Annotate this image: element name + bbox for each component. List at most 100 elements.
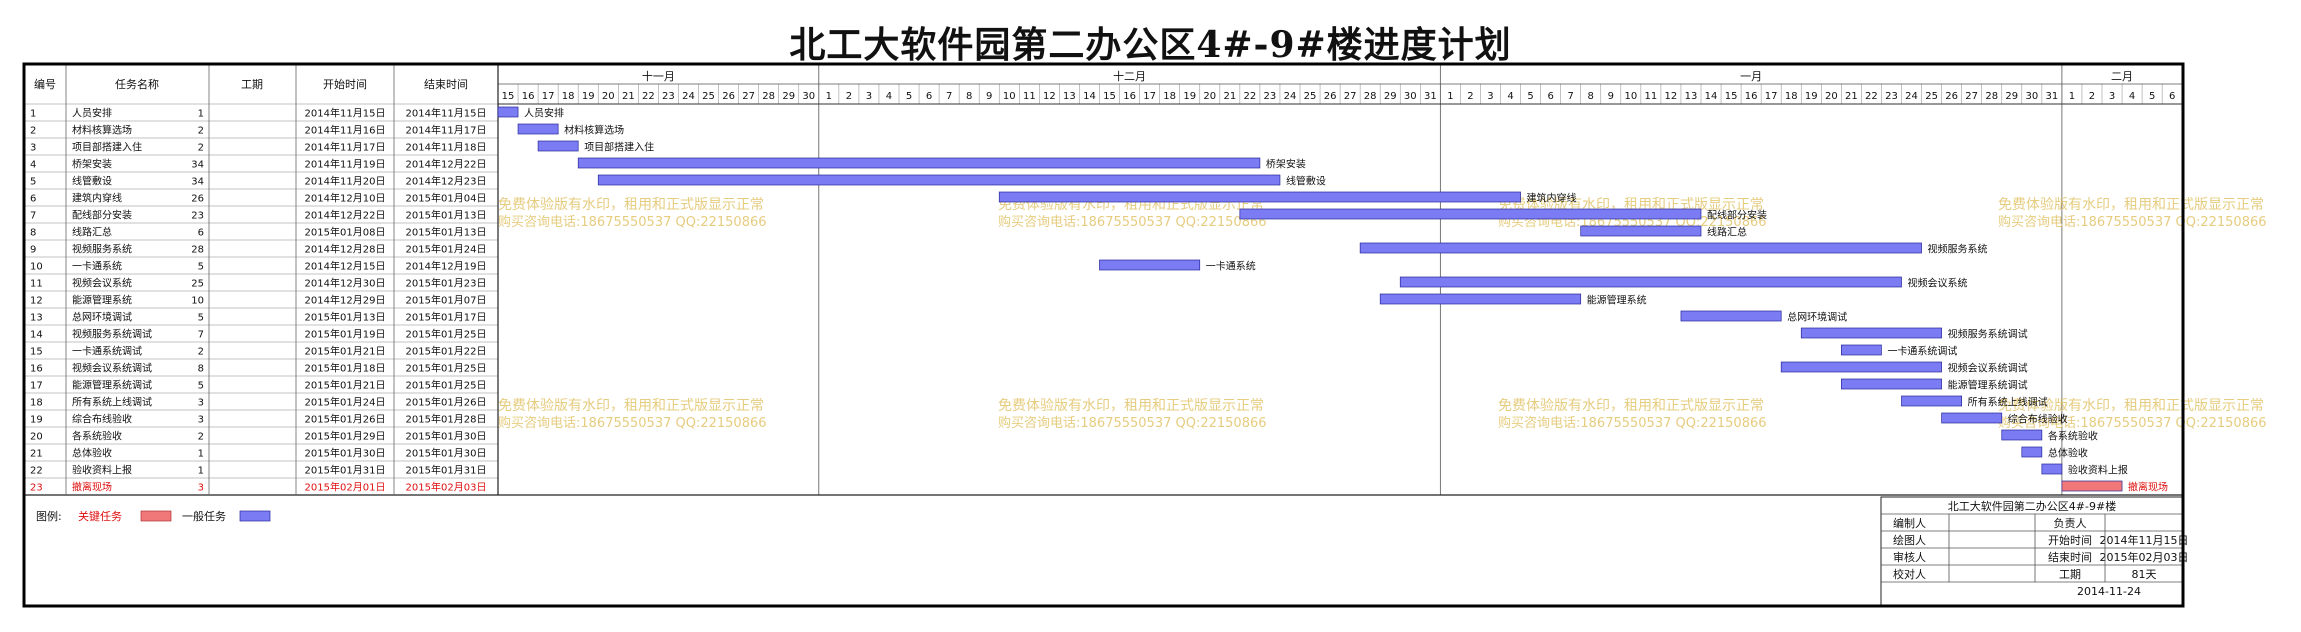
task-id: 11 [30, 279, 43, 290]
month-label: 十二月 [1113, 69, 1146, 83]
task-end: 2015年01月22日 [406, 345, 487, 358]
task-end: 2014年11月15日 [406, 107, 487, 120]
day-label: 14 [1705, 91, 1718, 102]
task-end: 2015年01月13日 [406, 226, 487, 239]
task-start: 2014年12月10日 [305, 192, 386, 205]
day-label: 25 [702, 91, 715, 102]
task-end: 2015年01月23日 [406, 277, 487, 290]
task-name: 撤离现场 [72, 481, 112, 494]
day-label: 7 [946, 91, 952, 102]
day-label: 31 [1424, 91, 1437, 102]
day-label: 26 [1945, 91, 1958, 102]
day-label: 30 [1404, 91, 1417, 102]
task-end: 2014年12月19日 [406, 260, 487, 273]
day-label: 16 [522, 91, 535, 102]
gantt-bar-label: 能源管理系统调试 [1948, 379, 2028, 392]
watermark-text: 购买咨询电话:18675550537 QQ:22150866 [1998, 214, 2267, 230]
task-duration: 23 [191, 211, 204, 222]
task-id: 6 [30, 194, 36, 205]
task-name: 各系统验收 [72, 430, 122, 443]
day-label: 26 [722, 91, 735, 102]
task-start: 2015年01月13日 [305, 311, 386, 324]
task-end: 2015年01月17日 [406, 311, 487, 324]
task-start: 2015年01月21日 [305, 379, 386, 392]
day-label: 17 [1143, 91, 1156, 102]
task-name: 一卡通系统 [72, 260, 122, 273]
day-label: 31 [2046, 91, 2059, 102]
day-label: 11 [1023, 91, 1036, 102]
gantt-bar-label: 总体验收 [2048, 447, 2088, 460]
task-duration: 6 [198, 228, 204, 239]
day-label: 6 [2169, 91, 2175, 102]
day-label: 12 [1043, 91, 1056, 102]
task-id: 19 [30, 415, 43, 426]
task-duration: 8 [198, 364, 204, 375]
task-duration: 2 [198, 347, 204, 358]
task-duration: 5 [198, 313, 204, 324]
day-label: 17 [542, 91, 555, 102]
task-name: 综合布线验收 [72, 413, 132, 426]
day-label: 29 [2005, 91, 2018, 102]
info-box-date: 2014-11-24 [2077, 585, 2141, 598]
gantt-bar [1680, 310, 1782, 322]
day-label: 13 [1063, 91, 1076, 102]
gantt-bar [1379, 293, 1582, 305]
watermark-text: 购买咨询电话:18675550537 QQ:22150866 [498, 214, 767, 230]
task-id: 7 [30, 211, 36, 222]
task-name: 配线部分安装 [72, 209, 132, 222]
task-id: 10 [30, 262, 43, 273]
task-duration: 2 [198, 432, 204, 443]
gantt-bar [597, 174, 1281, 186]
task-id: 22 [30, 466, 43, 477]
day-label: 15 [502, 91, 515, 102]
gantt-bar [497, 106, 519, 118]
task-id: 9 [30, 245, 36, 256]
task-duration: 34 [191, 177, 204, 188]
gantt-bar-label: 各系统验收 [2048, 430, 2098, 443]
gantt-bar [1399, 276, 1902, 288]
task-duration: 2 [198, 143, 204, 154]
task-start: 2015年01月24日 [305, 396, 386, 409]
day-label: 18 [1163, 91, 1176, 102]
task-id: 20 [30, 432, 43, 443]
day-label: 27 [742, 91, 755, 102]
task-id: 5 [30, 177, 36, 188]
watermark-text: 免费体验版有水印，租用和正式版显示正常 [998, 398, 1264, 414]
task-name: 验收资料上报 [72, 464, 132, 477]
task-name: 总体验收 [72, 447, 112, 460]
day-label: 21 [622, 91, 635, 102]
task-duration: 3 [198, 415, 204, 426]
task-start: 2015年01月19日 [305, 328, 386, 341]
day-label: 10 [1003, 91, 1016, 102]
column-header: 编号 [34, 77, 56, 91]
day-label: 24 [682, 91, 695, 102]
task-id: 16 [30, 364, 43, 375]
gantt-bar [1901, 395, 1963, 407]
gantt-bar [2021, 446, 2043, 458]
gantt-bar [1099, 259, 1201, 271]
task-duration: 28 [191, 245, 204, 256]
task-duration: 7 [198, 330, 204, 341]
task-end: 2014年12月23日 [406, 175, 487, 188]
watermark-text: 购买咨询电话:18675550537 QQ:22150866 [1498, 415, 1767, 431]
day-label: 29 [782, 91, 795, 102]
day-label: 18 [1785, 91, 1798, 102]
task-start: 2014年11月20日 [305, 175, 386, 188]
task-start: 2014年12月22日 [305, 209, 386, 222]
task-name: 项目部搭建入住 [72, 141, 142, 154]
day-label: 22 [1244, 91, 1257, 102]
task-id: 1 [30, 109, 36, 120]
day-label: 30 [2025, 91, 2038, 102]
page-title: 北工大软件园第二办公区4#-9#楼进度计划 [789, 24, 1512, 66]
column-header: 结束时间 [424, 78, 468, 91]
day-label: 20 [602, 91, 615, 102]
day-label: 28 [1985, 91, 1998, 102]
watermark-text: 免费体验版有水印，租用和正式版显示正常 [1998, 197, 2264, 213]
day-label: 6 [1547, 91, 1553, 102]
day-label: 22 [642, 91, 655, 102]
gantt-bar-label: 综合布线验收 [2008, 413, 2068, 426]
day-label: 4 [2129, 91, 2135, 102]
outer-frame [22, 62, 2185, 608]
task-id: 15 [30, 347, 43, 358]
day-label: 28 [1364, 91, 1377, 102]
